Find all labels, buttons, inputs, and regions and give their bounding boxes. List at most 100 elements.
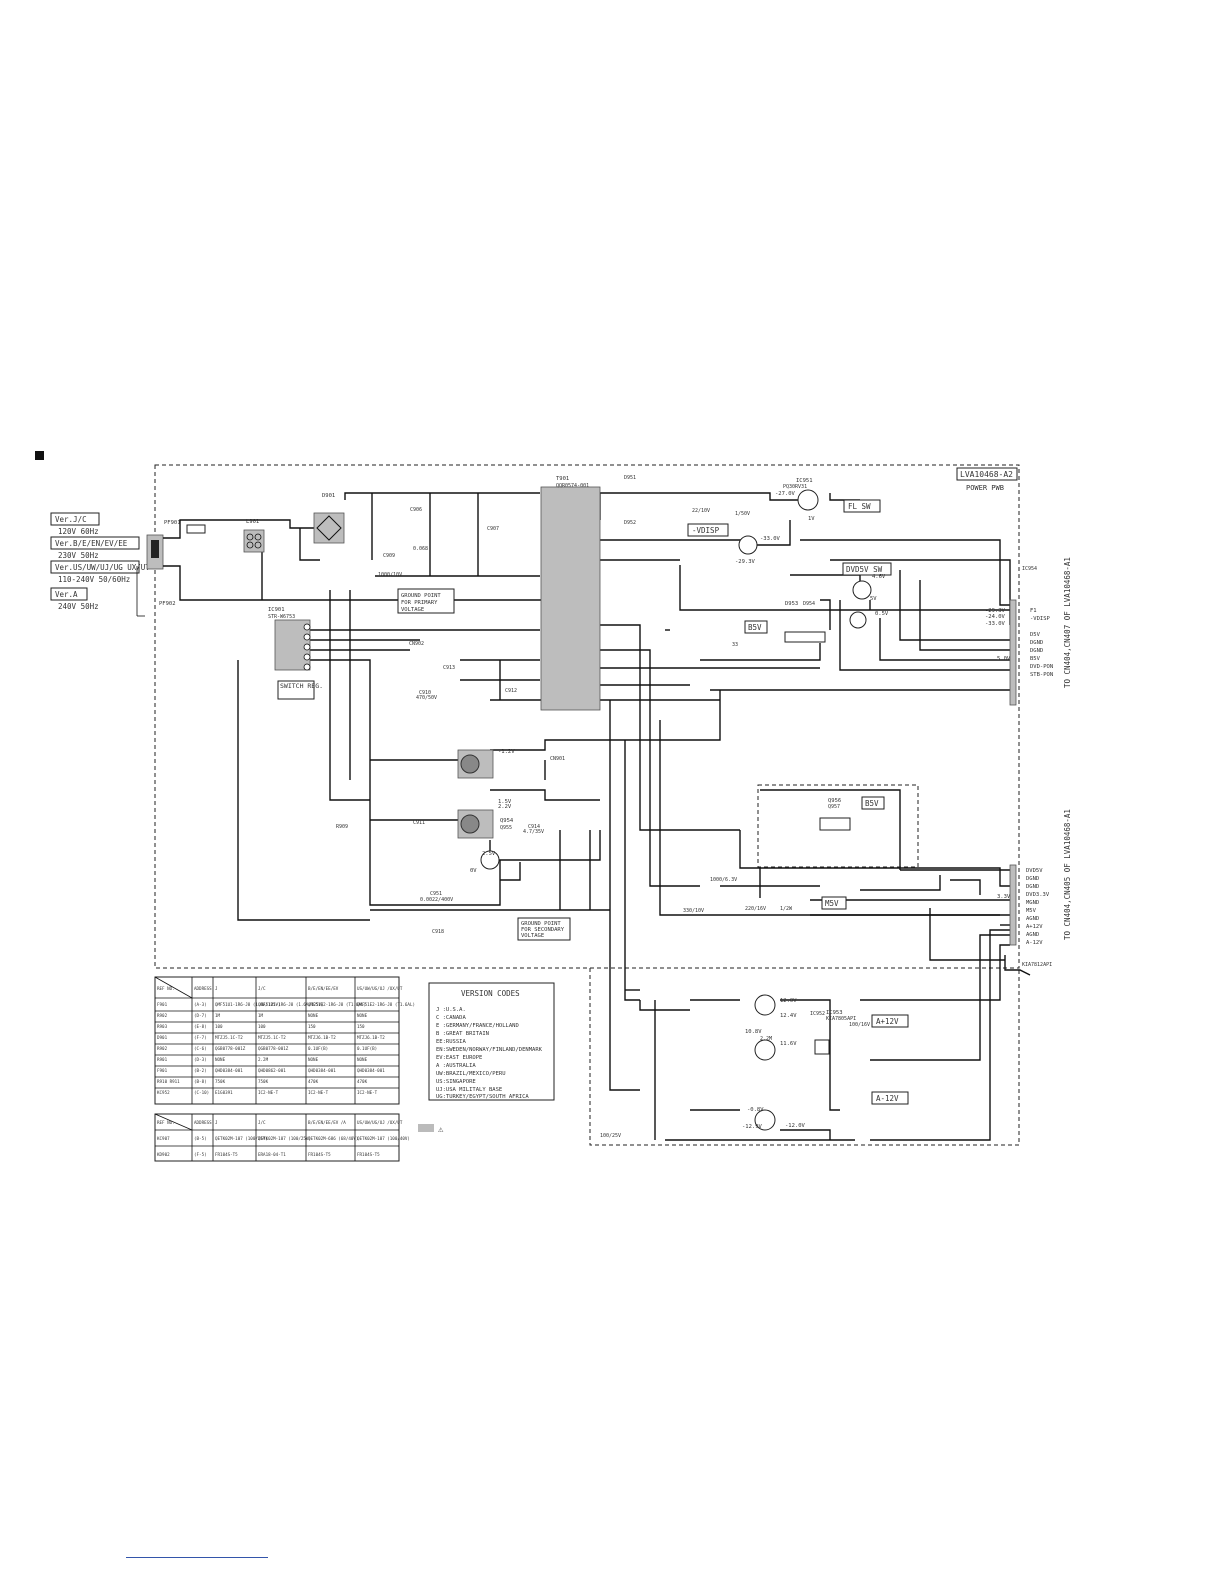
value-0-0022-400v: 0.0022/400V	[420, 897, 453, 903]
value-2-2m: 2.2M	[760, 1036, 772, 1042]
table1-cell-7-2: 750K	[215, 1079, 226, 1084]
table1-cell-6-4: QHD0384-001	[308, 1068, 336, 1073]
label-c918: C951	[430, 891, 442, 897]
fuse-pf901: PF901 PF902	[159, 520, 206, 607]
ic955-part: KIA7805API	[826, 1016, 856, 1022]
connector-top-label: TO CN404,CN407 OF LVA10468-A1	[1063, 557, 1072, 688]
table2-header-0: REF NO.	[157, 1120, 175, 1125]
version-label-us: Ver.US/UW/UJ/UG UX/UT	[55, 563, 150, 572]
table1-cell-5-5: NONE	[357, 1057, 368, 1062]
cn-bottom-pin-5: MGND	[1026, 900, 1039, 906]
table1-cell-1-2: 1M	[215, 1013, 221, 1018]
table1-cell-4-3: QGB0778-001Z	[258, 1046, 289, 1051]
table1-cell-5-2: NONE	[215, 1057, 226, 1062]
table2-cell-0-2: QETK02M-107 (100/25V)	[215, 1136, 268, 1141]
version-voltage-us: 110-240V 50/60Hz	[58, 575, 130, 584]
value-470-50v: 470/50V	[416, 695, 437, 701]
version-code-8: A :AUSTRALIA	[436, 1063, 476, 1069]
section-marker-icon	[35, 451, 44, 460]
value-220-16v: 220/16V	[745, 906, 766, 912]
version-code-7: EV:EAST EUROPE	[436, 1055, 482, 1061]
table1-cell-2-5: 150	[357, 1024, 365, 1029]
label-c913: C914	[528, 824, 540, 830]
switch-reg-label: SWITCH REG.	[280, 682, 323, 690]
volt-m33: -33.0V	[760, 536, 781, 542]
ic953-part: Q957	[828, 804, 840, 810]
volt-m0-8: -0.8V	[747, 1107, 764, 1113]
table1-cell-8-2: E1G0391	[215, 1090, 233, 1095]
label-c906: C907	[487, 526, 499, 532]
table1-cell-1-5: NONE	[357, 1013, 368, 1018]
table1-cell-3-2: MTZJ5.1C-T2	[215, 1035, 243, 1040]
ic952-label: Q954	[500, 818, 514, 824]
version-code-2: C :CANADA	[436, 1015, 466, 1021]
cn-bottom-pin-9: AGND	[1026, 932, 1039, 938]
table1-cell-5-0: R901	[157, 1057, 168, 1062]
label-r909: CN901	[550, 756, 565, 762]
a-plus-12v-label: A+12V	[876, 1017, 899, 1026]
volt-0: 0V	[470, 868, 477, 874]
version-code-4: B :GREAT BRITAIN	[436, 1031, 489, 1037]
table1-cell-0-4: QMF51E2-1R6-J8 (T1.6AL)	[308, 1002, 366, 1007]
cn-bottom-pin-6: M5V	[1026, 908, 1037, 914]
table1-cell-6-1: (B-2)	[194, 1068, 207, 1073]
t901-part: QQR0574-001	[556, 483, 589, 489]
table2-cell-0-3: QETK02M-107 (100/25V)	[258, 1136, 311, 1141]
label-c910: C911	[413, 820, 425, 826]
version-voltage-jc: 120V 60Hz	[58, 527, 99, 536]
cn-top-pin-2: F1	[1030, 608, 1037, 614]
volt-2-2v: 2.2V	[498, 804, 512, 810]
table2-header-4: B/E/EN/EE/EV /A	[308, 1120, 346, 1125]
ic901-label: IC901	[268, 607, 285, 613]
transistors: IC951 PQ30RV31	[480, 478, 872, 1131]
value-1-50v: 1/50V	[735, 511, 750, 517]
cn-top-pin-4: -33.0V	[985, 621, 1006, 627]
table2-header-3: J/C	[258, 1120, 266, 1125]
table1-cell-4-5: 0.1UF(B)	[357, 1046, 377, 1051]
version-label-eu: Ver.B/E/EN/EV/EE	[55, 539, 128, 548]
table1-cell-1-1: (D-7)	[194, 1013, 207, 1018]
value-330-10v: 330/10V	[683, 908, 704, 914]
cn-bottom-pin-4: DVD3.3V	[1026, 892, 1050, 898]
secondary-note-line2: FOR SECONDARY	[521, 927, 565, 933]
volt-4-6: 4.6V	[872, 574, 886, 580]
table1-cell-0-3: QMF51U1-1R6-J8 (1.6A/125V)	[258, 1002, 324, 1007]
label-c917: C918	[432, 929, 444, 935]
version-voltage-a: 240V 50Hz	[58, 602, 99, 611]
label-c905: C906	[410, 507, 422, 513]
footer-link-underline[interactable]	[126, 1557, 268, 1558]
table2-cell-0-1: (B-5)	[194, 1136, 207, 1141]
cn-top-pin-10: STB-PON	[1030, 672, 1053, 678]
table1-cell-2-2: 100	[215, 1024, 223, 1029]
table1-cell-4-0: R902	[157, 1046, 168, 1051]
table2-cell-1-2: FR104S-T5	[215, 1152, 238, 1157]
value-22-10v: 22/10V	[692, 508, 710, 514]
version-code-1: J :U.S.A.	[436, 1007, 466, 1013]
volt-m27: -27.0V	[775, 491, 796, 497]
table1-cell-7-1: (B-8)	[194, 1079, 207, 1084]
connector-bottom: DVD5V DGND DGND DVD3.3V MGND M5V AGND A+…	[1009, 809, 1072, 946]
label-c911: C912	[505, 688, 517, 694]
table2-cell-1-5: FR104S-T5	[357, 1152, 380, 1157]
board-id: LVA10468-A2	[960, 470, 1013, 479]
table1-cell-4-2: QGB0778-001Z	[215, 1046, 246, 1051]
table1-cell-3-3: MTZJ5.1C-T2	[258, 1035, 286, 1040]
label-ic954: IC952	[810, 1011, 825, 1017]
table1-cell-6-0: F901	[157, 1068, 168, 1073]
table1-cell-5-4: NONE	[308, 1057, 319, 1062]
wiring	[163, 492, 1031, 1141]
cn-bottom-pin-3: DGND	[1026, 884, 1039, 890]
t901-label: T901	[556, 476, 569, 482]
cn-top-pin-8: B5V	[1030, 656, 1041, 662]
volt-12-4: 12.4V	[780, 1013, 797, 1019]
vdisp-label: -VDISP	[692, 526, 720, 535]
label-c909: C910	[419, 690, 431, 696]
secondary-note-line3: VOLTAGE	[521, 933, 544, 939]
component-labels: C906 C907 C909 C910 C911 C912 C913 C914 …	[336, 475, 1052, 1139]
table2-cell-0-0: KC907	[157, 1136, 170, 1141]
safety-legend: ⚠	[418, 1124, 444, 1135]
volt-3-3: 3.3V	[997, 894, 1011, 900]
version-code-12: UG:TURKEY/EGYPT/SOUTH AFRICA	[436, 1094, 529, 1100]
table1-cell-8-4: IC2-NE-T	[308, 1090, 329, 1095]
secondary-ground-note: GROUND POINT FOR SECONDARY VOLTAGE	[517, 917, 571, 941]
